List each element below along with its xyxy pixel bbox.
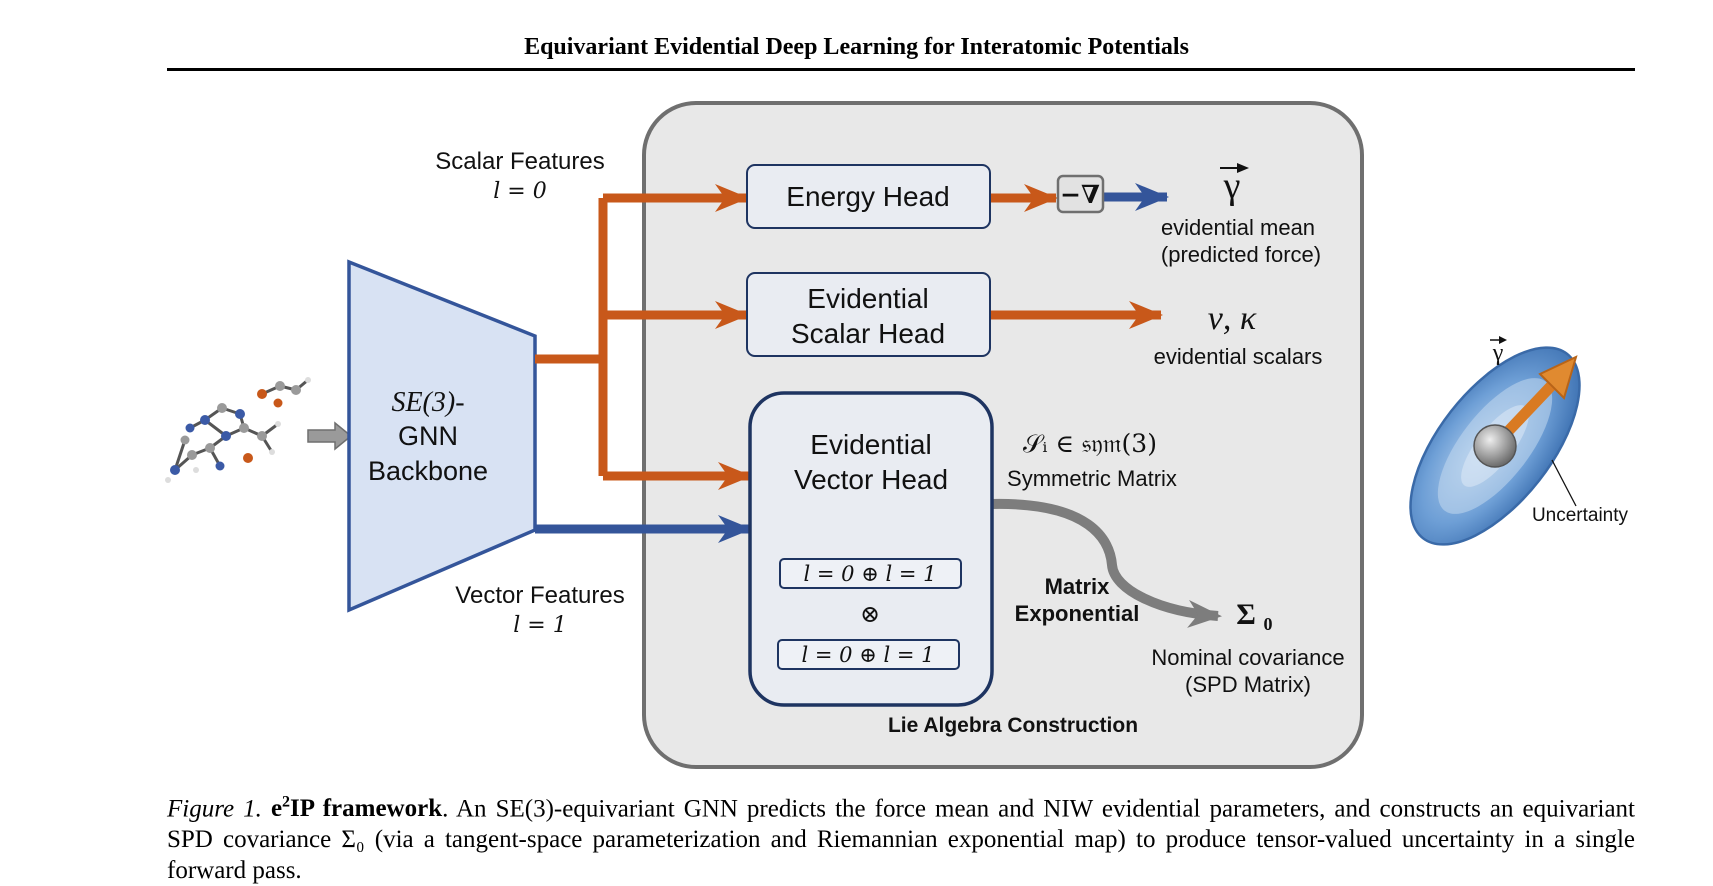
- evidential-scalars-label: evidential scalars: [1154, 344, 1323, 369]
- neg-gradient-symbol: −∇: [1060, 180, 1100, 209]
- uncertainty-label: Uncertainty: [1532, 505, 1629, 526]
- backbone-label-line1: SE(3)-: [391, 387, 464, 418]
- figure-caption: Figure 1. e2IP framework. An SE(3)-equiv…: [167, 787, 1635, 886]
- matrix-exp-line2: Exponential: [1015, 601, 1140, 626]
- scalar-head-line2: Scalar Head: [791, 318, 945, 349]
- symmetric-matrix-label: Symmetric Matrix: [1007, 466, 1177, 491]
- tensor-product-symbol: ⊗: [860, 600, 880, 628]
- input-arrow: [307, 421, 353, 451]
- evidential-mean-line2: (predicted force): [1161, 242, 1321, 267]
- scalar-head-line1: Evidential: [807, 283, 928, 314]
- matrix-exp-line1: Matrix: [1045, 574, 1111, 599]
- vector-head-line1: Evidential: [810, 429, 931, 460]
- caption-title-sup: 2: [282, 794, 291, 811]
- nu-kappa-symbols: ν, κ: [1208, 300, 1257, 337]
- sigma-subscript: 0: [1264, 614, 1273, 634]
- ellipsoid-gamma-symbol: γ: [1492, 340, 1504, 366]
- header-rule: [167, 68, 1635, 71]
- matrix-exponential-arrow: [991, 498, 1222, 628]
- gamma-mean-symbol: γ: [1223, 165, 1241, 207]
- molecule-icon: [165, 377, 311, 483]
- tensor-input-a-box: [779, 558, 962, 589]
- scalar-head-box: [746, 272, 991, 357]
- gamma-vector-arrow: [1220, 163, 1249, 173]
- caption-title-e: e: [270, 795, 283, 823]
- caption-title-rest: IP framework: [290, 795, 443, 823]
- ellipsoid-gamma-arrow: [1490, 336, 1507, 344]
- tensor-input-b: l = 0 ⊕ l = 1: [802, 643, 935, 667]
- vector-feature-arrows: [535, 183, 1169, 543]
- framework-diagram: SE(3)- GNN Backbone Energy Head −∇ γ evi…: [165, 101, 1629, 769]
- energy-head-box: [746, 164, 991, 229]
- tensor-input-b-box: [777, 639, 960, 670]
- vector-head-line2: Vector Head: [794, 464, 948, 495]
- tensor-input-a: l = 0 ⊕ l = 1: [804, 562, 937, 586]
- vector-features-degree: l = 1: [513, 613, 566, 638]
- sigma-symbol: Σ: [1236, 598, 1256, 631]
- scalar-features-degree: l = 0: [493, 179, 546, 204]
- scalar-feature-arrows: [535, 184, 1163, 490]
- energy-head-label: Energy Head: [786, 181, 949, 212]
- lie-algebra-label: Lie Algebra Construction: [888, 714, 1138, 737]
- vector-features-label: Vector Features: [455, 582, 624, 609]
- page-header-title: Equivariant Evidential Deep Learning for…: [524, 34, 1189, 60]
- nominal-cov-line2: (SPD Matrix): [1185, 672, 1311, 697]
- neg-gradient-box: [1056, 174, 1105, 214]
- uncertainty-leader-line: [1551, 459, 1577, 507]
- caption-title: e2IP framework: [270, 794, 443, 823]
- caption-figure-label: Figure 1.: [167, 795, 262, 823]
- evidential-mean-line1: evidential mean: [1161, 215, 1315, 240]
- backbone-label-line3: Backbone: [368, 456, 488, 486]
- backbone-label-line2: GNN: [398, 421, 458, 451]
- atom-sphere: [1473, 424, 1517, 468]
- scalar-features-label: Scalar Features: [435, 148, 604, 175]
- sym-formula: 𝒮ᵢ ∈ 𝔰𝔶𝔪(3): [1023, 429, 1157, 458]
- nominal-cov-line1: Nominal covariance: [1151, 645, 1344, 670]
- vector-head-box: [748, 391, 994, 707]
